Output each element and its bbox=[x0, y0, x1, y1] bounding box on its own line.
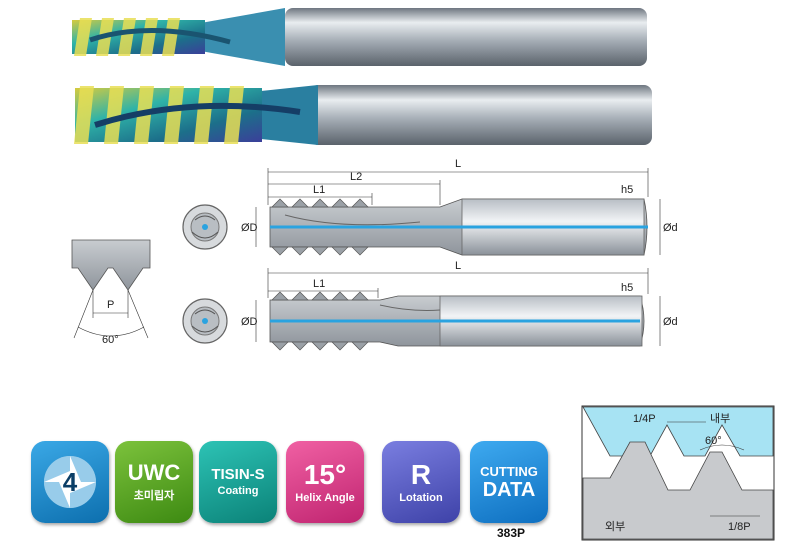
top-dim-L: L bbox=[455, 158, 461, 170]
bottom-dim-h5: h5 bbox=[621, 282, 633, 294]
thread-detail-diagram bbox=[581, 405, 775, 541]
detail-bottom-pitch-label: 1/8P bbox=[728, 521, 751, 533]
thread-profile-diagram bbox=[71, 239, 151, 339]
badge-coating: TISIN-S Coating bbox=[199, 441, 277, 523]
top-dim-small-diameter: ØD bbox=[241, 222, 258, 234]
top-dim-large-diameter: Ød bbox=[663, 222, 678, 234]
tool-photo-long bbox=[74, 85, 652, 145]
detail-external-label: 외부 bbox=[605, 520, 625, 533]
detail-internal-label: 내부 bbox=[710, 412, 730, 425]
top-dim-h5: h5 bbox=[621, 184, 633, 196]
top-technical-drawing bbox=[182, 168, 661, 256]
bottom-dim-L1: L1 bbox=[313, 278, 325, 290]
top-dim-L2: L2 bbox=[350, 171, 362, 183]
detail-angle-label: 60° bbox=[705, 435, 722, 447]
badge-coating-title: TISIN-S bbox=[211, 466, 265, 483]
bottom-technical-drawing bbox=[182, 268, 661, 351]
bottom-dim-L: L bbox=[455, 260, 461, 272]
badge-flutes: 4 bbox=[31, 441, 109, 523]
badge-cutting-subtitle: DATA bbox=[482, 478, 536, 501]
badge-cutting-data[interactable]: CUTTING DATA bbox=[470, 441, 548, 523]
badge-rotation: R Lotation bbox=[382, 441, 460, 523]
tool-photo-short bbox=[72, 8, 647, 66]
badge-helix-subtitle: Helix Angle bbox=[295, 491, 355, 504]
top-dim-L1: L1 bbox=[313, 184, 325, 196]
thread-angle-label: 60° bbox=[102, 334, 119, 346]
badge-helix-title: 15° bbox=[303, 458, 347, 490]
thread-pitch-label: P bbox=[107, 299, 114, 311]
page-reference[interactable]: 383P bbox=[497, 526, 526, 540]
badge-coating-subtitle: Coating bbox=[217, 485, 259, 497]
bottom-dim-small-diameter: ØD bbox=[241, 316, 258, 328]
four-flute-icon bbox=[44, 456, 96, 508]
badge-rotation-title: R bbox=[410, 458, 432, 490]
badge-uwc-title: UWC bbox=[127, 459, 181, 485]
badge-uwc-subtitle: 초미립자 bbox=[133, 489, 175, 502]
badge-rotation-subtitle: Lotation bbox=[399, 491, 443, 504]
badge-uwc: UWC 초미립자 bbox=[115, 441, 193, 523]
badge-helix: 15° Helix Angle bbox=[286, 441, 364, 523]
bottom-dim-large-diameter: Ød bbox=[663, 316, 678, 328]
detail-top-pitch-label: 1/4P bbox=[633, 413, 656, 425]
badge-cutting-title: CUTTING bbox=[480, 463, 538, 479]
badge-flutes-value: 4 bbox=[62, 467, 78, 497]
